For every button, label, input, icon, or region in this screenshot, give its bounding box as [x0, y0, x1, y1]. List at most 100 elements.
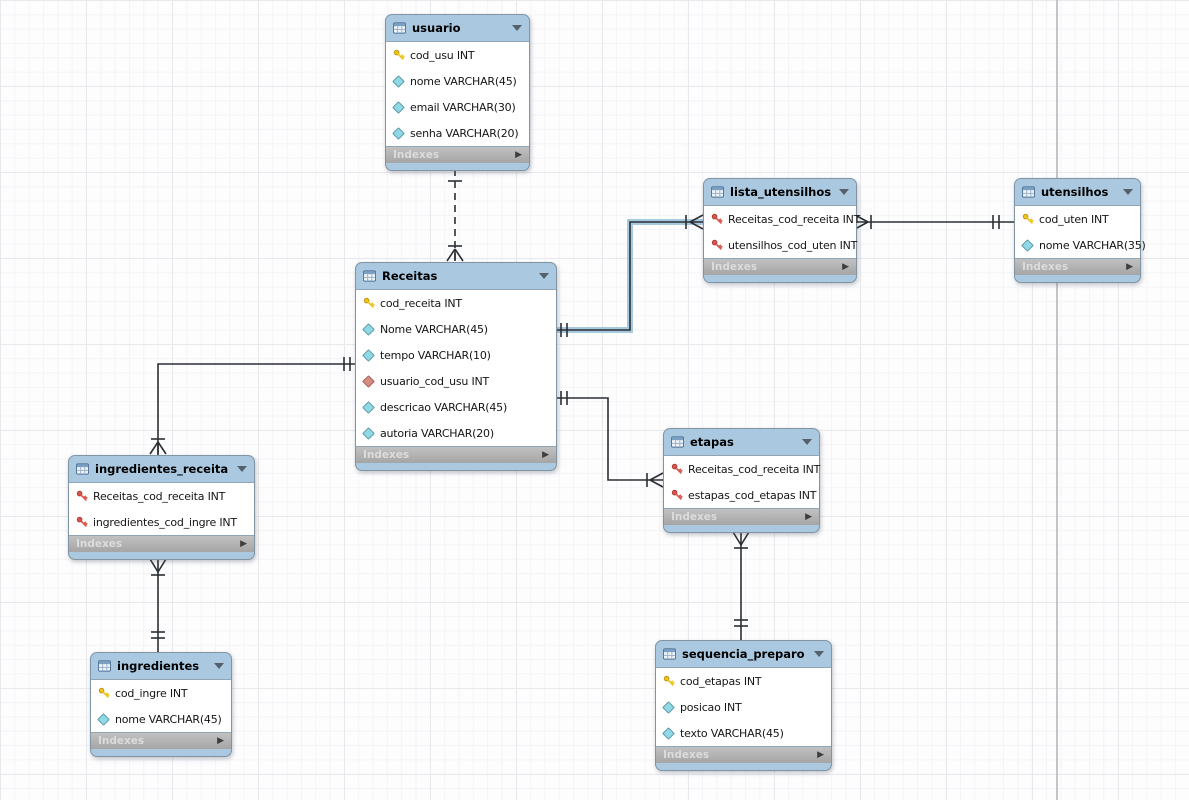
- table-header[interactable]: usuario: [386, 15, 529, 41]
- rel-etapas-sequencia_preparo[interactable]: [732, 531, 750, 640]
- column-row[interactable]: nome VARCHAR(35): [1015, 232, 1146, 258]
- column-row[interactable]: autoria VARCHAR(20): [356, 420, 556, 446]
- indexes-footer[interactable]: Indexes▶: [386, 147, 529, 163]
- rel-usuario-receitas[interactable]: [446, 169, 464, 262]
- expand-arrow-icon[interactable]: ▶: [515, 149, 522, 160]
- column-row[interactable]: cod_ingre INT: [91, 680, 231, 706]
- column-row[interactable]: Nome VARCHAR(45): [356, 316, 556, 342]
- table-header[interactable]: Receitas: [356, 263, 556, 289]
- expand-arrow-icon[interactable]: ▶: [542, 449, 549, 460]
- rel-receitas-lista_utensilhos[interactable]: [555, 214, 704, 337]
- table-title: Receitas: [382, 269, 438, 283]
- column-row[interactable]: descricao VARCHAR(45): [356, 394, 556, 420]
- column-row[interactable]: posicao INT: [656, 694, 831, 720]
- table-header[interactable]: utensilhos: [1015, 179, 1140, 205]
- table-header[interactable]: lista_utensilhos: [704, 179, 856, 205]
- column-row[interactable]: cod_usu INT: [386, 42, 529, 68]
- column-label: cod_receita INT: [380, 296, 462, 310]
- column-row[interactable]: ingredientes_cod_ingre INT: [69, 509, 254, 535]
- table-header[interactable]: etapas: [664, 429, 819, 455]
- indexes-footer[interactable]: Indexes▶: [656, 747, 831, 763]
- table-header[interactable]: ingredientes: [91, 653, 231, 679]
- expand-arrow-icon[interactable]: ▶: [817, 749, 824, 760]
- table-title: ingredientes_receita: [95, 462, 229, 476]
- column-row[interactable]: Receitas_cod_receita INT: [69, 483, 254, 509]
- column-label: descricao VARCHAR(45): [380, 400, 508, 414]
- rel-ingredientes_receita-ingredientes[interactable]: [149, 558, 167, 652]
- indexes-footer[interactable]: Indexes▶: [69, 536, 254, 552]
- rel-receitas-ingredientes_receita[interactable]: [149, 357, 355, 455]
- expand-arrow-icon[interactable]: ▶: [240, 538, 247, 549]
- table-columns: cod_receita INT Nome VARCHAR(45)tempo VAR…: [356, 289, 556, 447]
- collapse-triangle-icon[interactable]: [814, 651, 824, 657]
- indexes-footer[interactable]: Indexes▶: [356, 447, 556, 463]
- collapse-triangle-icon[interactable]: [539, 273, 549, 279]
- collapse-triangle-icon[interactable]: [802, 439, 812, 445]
- column-label: nome VARCHAR(45): [410, 74, 517, 88]
- column-icon: [362, 348, 375, 362]
- column-row[interactable]: cod_uten INT: [1015, 206, 1140, 232]
- foreign-key-icon: [710, 213, 723, 225]
- column-label: cod_etapas INT: [680, 674, 762, 688]
- column-icon: [662, 726, 675, 740]
- table-icon: [98, 660, 111, 672]
- column-label: usuario_cod_usu INT: [380, 374, 490, 388]
- column-row[interactable]: nome VARCHAR(45): [91, 706, 231, 732]
- rel-lista_utensilhos-utensilhos[interactable]: [854, 214, 1014, 230]
- table-Receitas[interactable]: Receitas cod_receita INT Nome VARCHAR(45)t…: [355, 262, 557, 471]
- column-row[interactable]: cod_receita INT: [356, 290, 556, 316]
- expand-arrow-icon[interactable]: ▶: [805, 511, 812, 522]
- notnull-column-icon: [362, 374, 375, 388]
- indexes-label: Indexes: [98, 735, 145, 747]
- column-icon: [362, 322, 375, 336]
- column-row[interactable]: email VARCHAR(30): [386, 94, 529, 120]
- column-row[interactable]: texto VARCHAR(45): [656, 720, 831, 746]
- rel-receitas-etapas[interactable]: [555, 391, 664, 488]
- table-icon: [393, 22, 406, 34]
- table-usuario[interactable]: usuario cod_usu INT nome VARCHAR(45) email …: [385, 14, 530, 171]
- table-columns: Receitas_cod_receita INT ingredientes_cod…: [69, 482, 254, 536]
- table-header[interactable]: sequencia_preparo: [656, 641, 831, 667]
- expand-arrow-icon[interactable]: ▶: [1126, 261, 1133, 272]
- primary-key-icon: [392, 49, 405, 61]
- indexes-footer[interactable]: Indexes▶: [704, 259, 856, 275]
- table-sequencia_preparo[interactable]: sequencia_preparo cod_etapas INT posicao I…: [655, 640, 832, 771]
- expand-arrow-icon[interactable]: ▶: [217, 735, 224, 746]
- foreign-key-icon: [670, 489, 683, 501]
- indexes-footer[interactable]: Indexes▶: [664, 509, 819, 525]
- collapse-triangle-icon[interactable]: [512, 25, 522, 31]
- collapse-triangle-icon[interactable]: [1123, 189, 1133, 195]
- table-title: ingredientes: [117, 659, 200, 673]
- column-icon: [362, 400, 375, 414]
- column-row[interactable]: utensilhos_cod_uten INT: [704, 232, 857, 258]
- foreign-key-icon: [75, 490, 88, 502]
- table-header[interactable]: ingredientes_receita: [69, 456, 254, 482]
- column-row[interactable]: estapas_cod_etapas INT: [664, 482, 819, 508]
- column-row[interactable]: usuario_cod_usu INT: [356, 368, 556, 394]
- collapse-triangle-icon[interactable]: [214, 663, 224, 669]
- column-row[interactable]: senha VARCHAR(20): [386, 120, 529, 146]
- indexes-footer[interactable]: Indexes▶: [1015, 259, 1140, 275]
- column-row[interactable]: Receitas_cod_receita INT: [704, 206, 860, 232]
- table-title: sequencia_preparo: [682, 647, 805, 661]
- expand-arrow-icon[interactable]: ▶: [842, 261, 849, 272]
- column-row[interactable]: tempo VARCHAR(10): [356, 342, 556, 368]
- collapse-triangle-icon[interactable]: [237, 466, 247, 472]
- column-row[interactable]: nome VARCHAR(45): [386, 68, 529, 94]
- column-row[interactable]: cod_etapas INT: [656, 668, 831, 694]
- indexes-footer[interactable]: Indexes ▶: [91, 733, 231, 749]
- collapse-triangle-icon[interactable]: [839, 189, 849, 195]
- column-row[interactable]: Receitas_cod_receita INT: [664, 456, 820, 482]
- column-label: cod_usu INT: [410, 48, 475, 62]
- column-label: ingredientes_cod_ingre INT: [93, 515, 237, 529]
- column-label: Receitas_cod_receita INT: [93, 489, 226, 503]
